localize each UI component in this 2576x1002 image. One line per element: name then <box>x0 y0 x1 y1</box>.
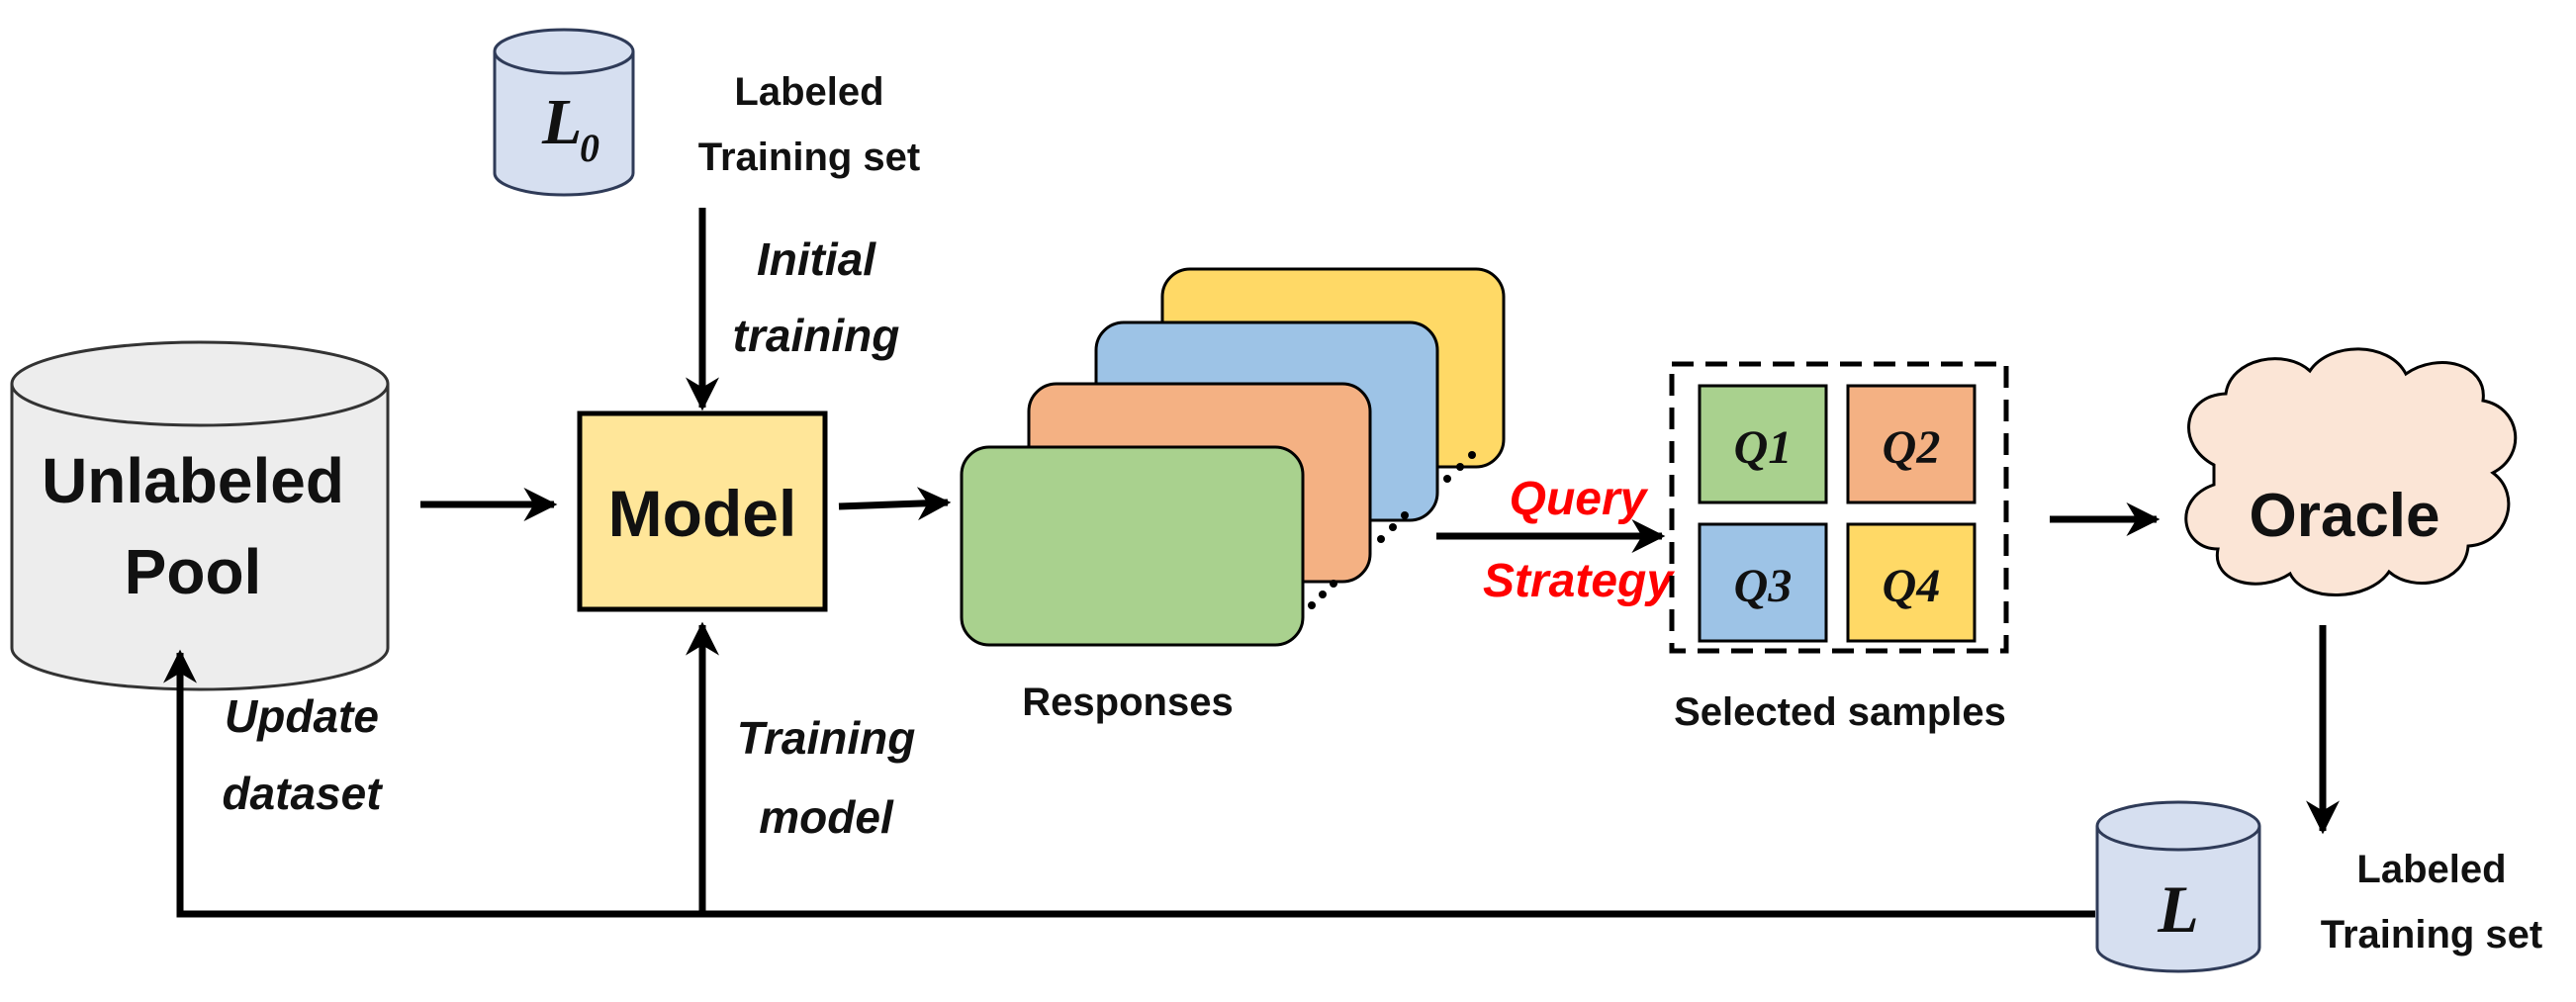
ellipsis-dots <box>1308 451 1476 609</box>
selected-samples-grid: Q1 Q2 Q3 Q4 <box>1698 384 1977 643</box>
unlabeled-pool-cylinder <box>10 340 390 691</box>
model-label: Model <box>608 477 797 550</box>
sample-q1-label: Q1 <box>1734 421 1793 474</box>
db-top <box>2095 800 2261 852</box>
labeled-set-bottom-caption-1: Labeled <box>2356 848 2506 891</box>
l0-symbol: L <box>541 86 582 158</box>
selected-samples-label: Selected samples <box>1674 690 2006 734</box>
labeled-set-top-cylinder: L 0 <box>493 28 635 197</box>
initial-training-label-2: training <box>733 310 900 361</box>
l0-subscript: 0 <box>580 126 599 170</box>
model-to-responses-arrow <box>838 487 952 521</box>
query-strategy-label-1: Query <box>1510 473 1649 525</box>
pool-body <box>10 384 390 691</box>
training-model-label-1: Training <box>737 712 916 764</box>
oracle-label: Oracle <box>2249 482 2439 550</box>
labeled-set-top-caption-2: Training set <box>698 136 921 179</box>
unlabeled-pool-label-1: Unlabeled <box>42 445 344 516</box>
unlabeled-pool-label-2: Pool <box>125 536 262 607</box>
db-body <box>493 51 635 197</box>
l-symbol: L <box>2157 871 2199 947</box>
initial-training-label-1: Initial <box>757 233 876 285</box>
query-strategy-label-2: Strategy <box>1483 555 1675 607</box>
responses-label: Responses <box>1022 681 1233 724</box>
response-card-green <box>960 445 1305 647</box>
labeled-set-top-caption-1: Labeled <box>734 70 883 114</box>
update-dataset-label-1: Update <box>225 690 379 742</box>
sample-q3-box <box>1698 522 1828 643</box>
training-model-label-2: model <box>759 791 894 843</box>
oracle-cloud <box>2184 347 2518 596</box>
db-top <box>493 28 635 75</box>
update-dataset-loop <box>163 649 2095 918</box>
sample-q4-box <box>1846 522 1977 643</box>
model-box <box>577 410 828 612</box>
pool-top <box>10 340 390 427</box>
selected-samples-frame <box>1669 361 2009 654</box>
sample-q2-label: Q2 <box>1883 421 1941 474</box>
update-dataset-label-2: dataset <box>222 768 383 819</box>
sample-q1-box <box>1698 384 1828 504</box>
labeled-set-bottom-cylinder: L <box>2095 800 2261 973</box>
db-body <box>2095 826 2261 973</box>
sample-q2-box <box>1846 384 1977 504</box>
responses-stack <box>960 267 1506 647</box>
labeled-set-bottom-caption-2: Training set <box>2321 913 2543 956</box>
sample-q3-label: Q3 <box>1734 560 1793 612</box>
sample-q4-label: Q4 <box>1883 560 1941 612</box>
